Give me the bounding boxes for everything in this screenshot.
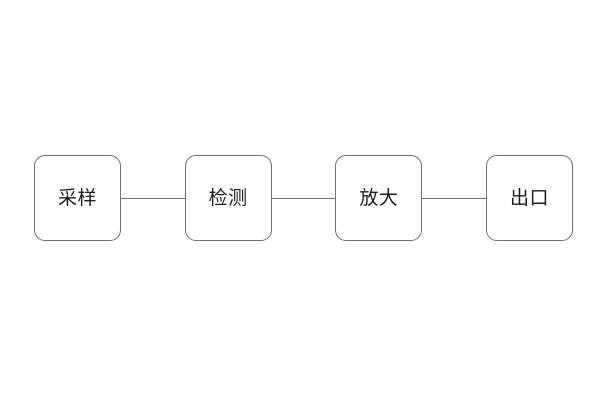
- flow-connector-1: [121, 155, 185, 241]
- flow-node-label: 放大: [359, 186, 399, 209]
- flow-node-label: 检测: [208, 186, 248, 209]
- flow-node-outlet[interactable]: 出口: [486, 155, 574, 241]
- flow-node-amplification[interactable]: 放大: [335, 155, 423, 241]
- flow-connector-3: [422, 155, 486, 241]
- flow-connector-2: [271, 155, 336, 241]
- flow-node-detection[interactable]: 检测: [184, 155, 272, 241]
- flow-node-label: 采样: [57, 186, 97, 209]
- flow-chain: 采样 检测 放大 出口: [34, 155, 574, 241]
- flow-node-sampling[interactable]: 采样: [34, 155, 121, 241]
- flow-node-label: 出口: [510, 186, 550, 209]
